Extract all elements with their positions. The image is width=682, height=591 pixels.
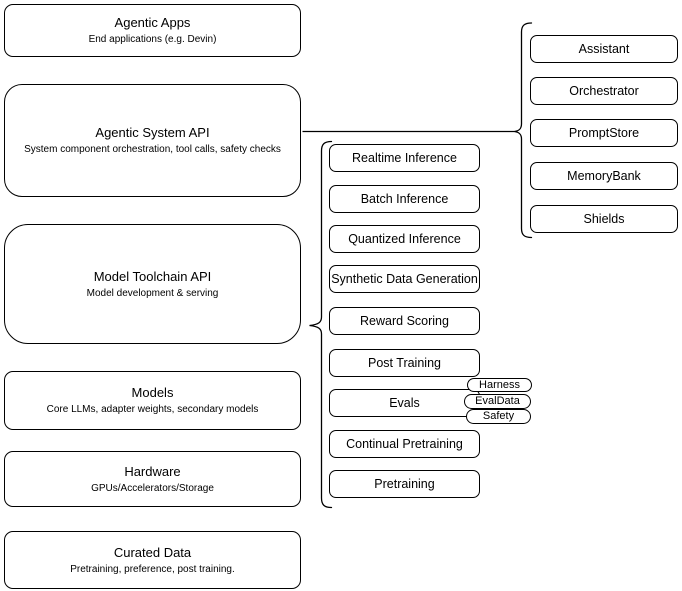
node-agentic-system-api: Agentic System API System component orch…: [4, 84, 301, 197]
node-label: Shields: [583, 212, 625, 226]
node-title: Model Toolchain API: [93, 268, 212, 284]
node-title: Models: [131, 385, 174, 400]
node-label: MemoryBank: [567, 169, 641, 183]
pill-safety: Safety: [466, 409, 531, 424]
pill-label: Harness: [479, 378, 520, 391]
node-continual-pretraining: Continual Pretraining: [329, 430, 480, 458]
node-title: Curated Data: [113, 544, 192, 560]
node-pretraining: Pretraining: [329, 470, 480, 498]
node-hardware: Hardware GPUs/Accelerators/Storage: [4, 451, 301, 507]
node-batch-inference: Batch Inference: [329, 185, 480, 213]
node-post-training: Post Training: [329, 349, 480, 377]
pill-evaldata: EvalData: [464, 394, 531, 409]
node-label: Quantized Inference: [348, 232, 461, 246]
node-models: Models Core LLMs, adapter weights, secon…: [4, 371, 301, 430]
node-quantized-inference: Quantized Inference: [329, 225, 480, 253]
node-label: PromptStore: [568, 126, 640, 140]
node-label: Evals: [389, 396, 420, 410]
node-subtitle: Pretraining, preference, post training.: [70, 563, 235, 575]
node-realtime-inference: Realtime Inference: [329, 144, 480, 172]
node-title: Hardware: [124, 463, 181, 479]
node-synthetic-data-generation: Synthetic Data Generation: [329, 265, 480, 293]
node-subtitle: Model development & serving: [86, 287, 219, 299]
node-subtitle: Core LLMs, adapter weights, secondary mo…: [46, 404, 259, 415]
toolchain-group-brace: [309, 140, 333, 509]
node-shields: Shields: [530, 205, 678, 233]
pill-label: Safety: [482, 410, 515, 422]
node-label: Continual Pretraining: [346, 437, 463, 451]
node-label: Batch Inference: [360, 192, 449, 206]
node-label: Realtime Inference: [352, 151, 457, 165]
node-assistant: Assistant: [530, 35, 678, 63]
node-label: Pretraining: [374, 477, 435, 491]
node-subtitle: System component orchestration, tool cal…: [24, 144, 281, 155]
node-subtitle: GPUs/Accelerators/Storage: [91, 482, 214, 494]
node-reward-scoring: Reward Scoring: [329, 307, 480, 335]
node-curated-data: Curated Data Pretraining, preference, po…: [4, 531, 301, 589]
node-model-toolchain-api: Model Toolchain API Model development & …: [4, 224, 301, 344]
node-memorybank: MemoryBank: [530, 162, 678, 190]
node-evals: Evals: [329, 389, 480, 417]
system-group-brace: [514, 22, 533, 239]
node-title: Agentic Apps: [114, 15, 191, 30]
node-agentic-apps: Agentic Apps End applications (e.g. Devi…: [4, 4, 301, 57]
pill-harness: Harness: [467, 378, 532, 392]
node-orchestrator: Orchestrator: [530, 77, 678, 105]
node-label: Reward Scoring: [360, 314, 449, 328]
node-label: Orchestrator: [569, 84, 639, 98]
node-label: Synthetic Data Generation: [331, 272, 478, 286]
node-label: Assistant: [578, 42, 630, 56]
pill-label: EvalData: [475, 395, 520, 407]
node-subtitle: End applications (e.g. Devin): [88, 34, 217, 45]
node-label: Post Training: [368, 356, 441, 370]
node-promptstore: PromptStore: [530, 119, 678, 147]
node-title: Agentic System API: [95, 125, 210, 140]
